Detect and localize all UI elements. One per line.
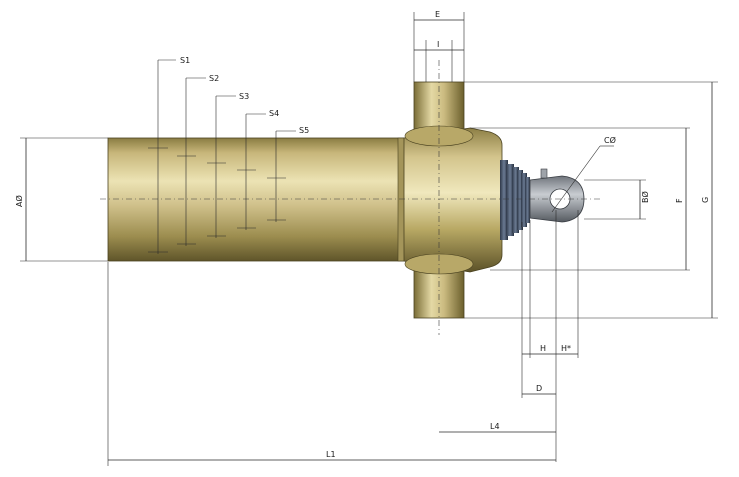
label-s2: S2 — [209, 74, 219, 83]
label-h: H — [540, 344, 546, 353]
label-c: CØ — [604, 135, 616, 145]
label-l1: L1 — [326, 450, 336, 459]
bellows — [500, 160, 530, 240]
main-barrel — [107, 137, 405, 262]
label-g: G — [701, 197, 710, 203]
label-l4: L4 — [490, 422, 500, 431]
dimension-lines — [20, 12, 718, 466]
center-lines — [100, 60, 600, 335]
label-d: D — [536, 384, 542, 393]
stage-markers — [148, 59, 296, 254]
label-s4: S4 — [269, 109, 279, 118]
label-h-star: H* — [561, 344, 571, 353]
label-s1: S1 — [180, 56, 190, 65]
label-a: AØ — [14, 195, 24, 207]
label-i: I — [437, 40, 439, 49]
label-e: E — [435, 10, 440, 19]
label-b: BØ — [640, 191, 650, 203]
label-f: F — [675, 198, 684, 203]
head-block — [403, 127, 503, 273]
label-s3: S3 — [239, 92, 249, 101]
label-s5: S5 — [299, 126, 309, 135]
dimension-labels: S1 S2 S3 S4 S5 E I CØ BØ F G AØ H H* D L… — [14, 10, 710, 459]
grease-nipple — [540, 168, 548, 179]
cylinder-body — [107, 81, 585, 319]
